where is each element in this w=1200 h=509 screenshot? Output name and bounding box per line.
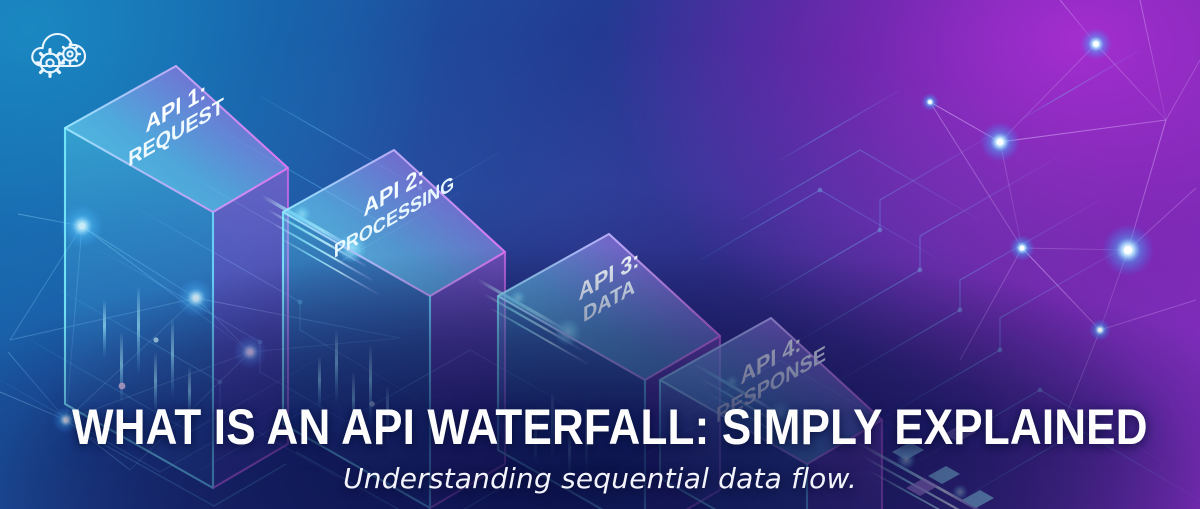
gear-icon (35, 48, 65, 78)
gear-icon (58, 42, 82, 66)
cloud-gears-logo (26, 22, 94, 82)
banner-text-block: WHAT IS AN API WATERFALL: SIMPLY EXPLAIN… (0, 399, 1200, 495)
page-subtitle: Understanding sequential data flow. (343, 462, 857, 495)
page-title: WHAT IS AN API WATERFALL: SIMPLY EXPLAIN… (72, 399, 1148, 455)
cloud-icon (31, 32, 87, 68)
